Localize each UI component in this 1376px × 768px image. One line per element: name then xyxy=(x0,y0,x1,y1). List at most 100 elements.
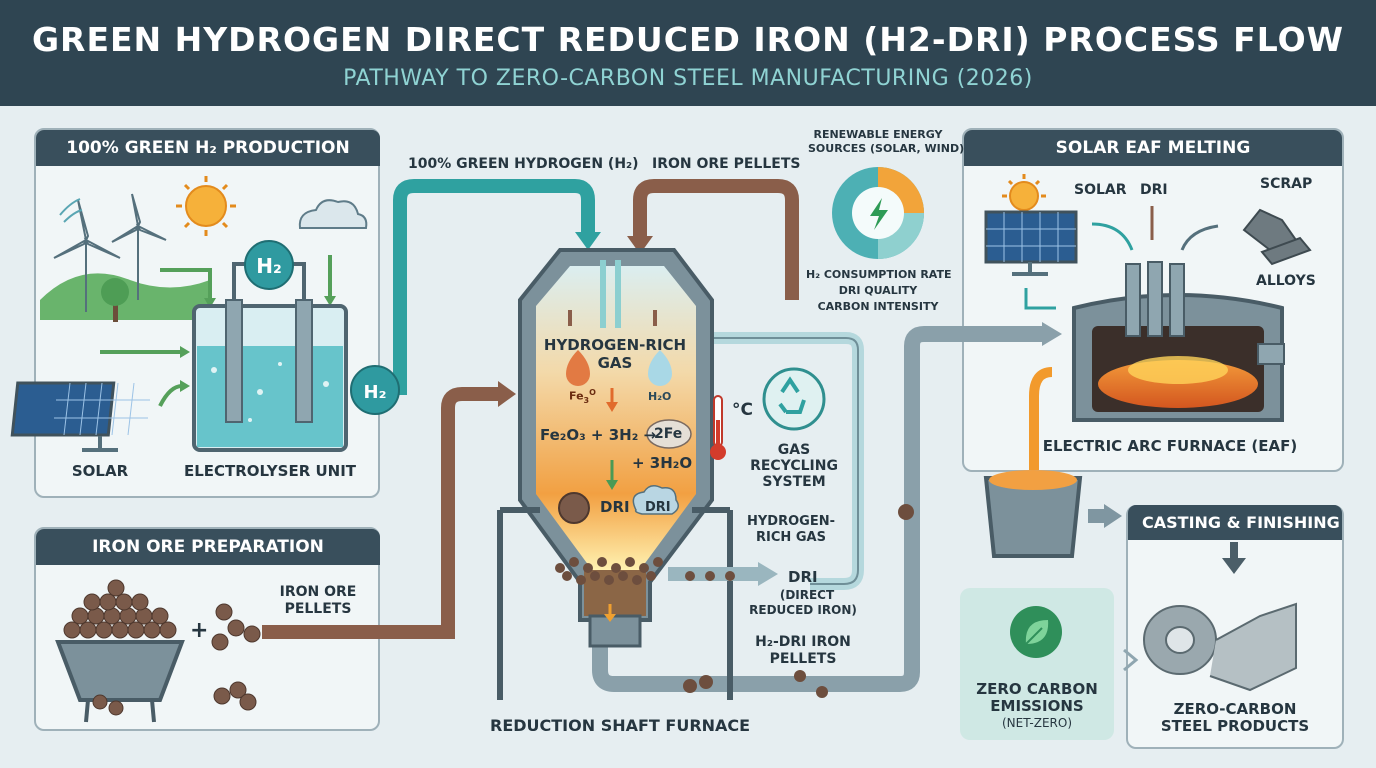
dri-output-label: DRI xyxy=(788,568,818,586)
renewable-gauge-icon xyxy=(832,167,924,259)
leaf-icon xyxy=(1010,606,1062,658)
temperature-label: °C xyxy=(732,400,753,420)
wind-lines xyxy=(59,198,83,223)
equation-left: Fe₂O₃ + 3H₂ → xyxy=(540,426,657,444)
dri-pellet-bed xyxy=(555,557,663,585)
zero-to-products-chevron xyxy=(1123,648,1139,672)
dri-output-pellets xyxy=(685,571,735,581)
gas-recycling-label-3: SYSTEM xyxy=(762,474,826,490)
solar-panel-icon-2 xyxy=(984,210,1078,276)
ore-pipe-arrowhead xyxy=(627,236,653,254)
h2-dri-pellets-label-1: H₂-DRI IRON xyxy=(755,634,851,650)
renewable-label-1: RENEWABLE ENERGY xyxy=(813,128,943,141)
eaf-spacer xyxy=(1137,225,1185,252)
casting-title: CASTING & FINISHING xyxy=(1128,505,1342,540)
reaction-arrow-1 xyxy=(606,402,618,412)
loose-pellets-icon xyxy=(211,603,261,711)
zero-carbon-label-2: EMISSIONS xyxy=(990,697,1084,715)
electric-arc-furnace xyxy=(1072,261,1285,422)
ore-feed-arrowhead xyxy=(498,381,516,407)
fe-badge-text: Fe3O xyxy=(569,388,596,405)
zero-carbon-label-1: ZERO CARBON xyxy=(976,680,1098,698)
sun-icon-2 xyxy=(1002,174,1046,211)
reaction-arrow-2 xyxy=(606,480,618,490)
fe2o3-droplet-icon xyxy=(566,350,590,386)
gas-recycling-label-1: GAS xyxy=(777,442,811,458)
equation-product: 2Fe xyxy=(654,426,683,442)
tree-icon xyxy=(101,278,129,322)
thermometer-icon xyxy=(710,395,726,460)
sun-icon-1 xyxy=(176,176,236,236)
ladle-arrowhead xyxy=(1104,504,1122,528)
green-h2-flow-label: 100% GREEN HYDROGEN (H₂) xyxy=(408,156,639,172)
metric-label-3: CARBON INTENSITY xyxy=(817,300,939,313)
header-bar: GREEN HYDROGEN DIRECT REDUCED IRON (H2-D… xyxy=(0,0,1376,106)
ore-pellet-pipe xyxy=(633,179,799,300)
steel-coil-icon xyxy=(1143,602,1297,692)
h2-badge-text: H₂ xyxy=(256,254,282,278)
dri-label: DRI xyxy=(600,498,630,516)
dri-bubble-label: DRI xyxy=(645,500,671,515)
iron-ore-pellets-flow-label: IRON ORE PELLETS xyxy=(652,156,801,172)
discharge-arrow xyxy=(604,614,616,622)
zero-carbon-label-3: (NET-ZERO) xyxy=(1001,716,1073,730)
dri-output-sub-1: (DIRECT xyxy=(779,588,835,602)
page-subtitle: PATHWAY TO ZERO-CARBON STEEL MANUFACTURI… xyxy=(343,66,1033,91)
ladle-icon xyxy=(983,470,1083,558)
ore-inlet-arrows xyxy=(568,310,657,326)
power-arrowheads xyxy=(180,296,336,392)
casting-down-arrow xyxy=(1222,558,1246,574)
gas-recycling-label-2: RECYCLING xyxy=(750,458,838,474)
gas-recycle-pipe-outline xyxy=(708,337,859,585)
steel-products-label-1: ZERO-CARBON xyxy=(1173,700,1297,718)
iron-ore-pellets-label-1: IRON ORE xyxy=(279,584,357,600)
h2o-badge-text: H₂O xyxy=(648,390,672,403)
solar-label: SOLAR xyxy=(71,462,129,480)
shaft-furnace-label: REDUCTION SHAFT FURNACE xyxy=(490,716,751,735)
outlet-gas-label-2: RICH GAS xyxy=(756,530,826,545)
eaf-name-label: ELECTRIC ARC FURNACE (EAF) xyxy=(1042,437,1298,455)
metric-label-1: H₂ CONSUMPTION RATE xyxy=(806,268,952,281)
gas-recycling-icon xyxy=(762,367,826,431)
renewable-label-2: SOURCES (SOLAR, WIND) xyxy=(808,142,965,155)
dri-output-arrowhead xyxy=(758,562,778,586)
iron-ore-pellets-label-2: PELLETS xyxy=(284,601,352,617)
scrap-icon xyxy=(1242,208,1312,266)
metric-label-2: DRI QUALITY xyxy=(838,284,918,297)
iron-ore-prep-title: IRON ORE PREPARATION xyxy=(36,529,380,565)
cloud-icon xyxy=(298,199,368,229)
h2-dri-pellets-label-2: PELLETS xyxy=(769,651,837,667)
page-title: GREEN HYDROGEN DIRECT REDUCED IRON (H2-D… xyxy=(31,20,1345,59)
dri-transfer-arrowhead xyxy=(1042,322,1062,346)
power-arrows xyxy=(100,255,332,407)
eaf-solar-label: SOLAR xyxy=(1074,182,1127,198)
dri-pellet-icon xyxy=(558,492,590,524)
h2o-droplet-icon xyxy=(648,350,672,386)
electrolyser-label: ELECTROLYSER UNIT xyxy=(183,462,357,480)
dri-output-sub-2: REDUCED IRON) xyxy=(749,603,857,617)
iron-product-badge xyxy=(646,419,692,449)
h2-badge xyxy=(244,240,294,290)
ore-feed-pipe xyxy=(262,387,500,639)
furnace-gas-label-2: GAS xyxy=(597,354,633,372)
green-h2-pipe xyxy=(368,179,595,395)
solar-panel-icon-1 xyxy=(10,381,150,452)
h2-production-title: 100% GREEN H₂ PRODUCTION xyxy=(36,130,380,166)
wind-turbine-icon xyxy=(53,193,167,312)
outlet-gas-label-1: HYDROGEN- xyxy=(747,514,835,529)
h2-outlet-badge xyxy=(350,365,400,415)
ore-pile-icon xyxy=(63,579,177,716)
steel-products-label-2: STEEL PRODUCTS xyxy=(1160,717,1310,735)
plus-sign: + xyxy=(190,618,209,643)
eaf-scrap-label: SCRAP xyxy=(1260,176,1313,192)
dri-cloud-icon xyxy=(632,485,679,515)
eaf-title: SOLAR EAF MELTING xyxy=(964,130,1342,166)
h2-inlet-arrows xyxy=(600,260,621,328)
h2-outlet-text: H₂ xyxy=(364,382,387,403)
electrolyser-tank xyxy=(192,262,348,452)
eaf-alloys-label: ALLOYS xyxy=(1256,273,1316,289)
h2-pipe-arrowhead xyxy=(575,232,601,250)
transfer-pellets xyxy=(683,504,914,698)
equation-right: + 3H₂O xyxy=(632,454,693,472)
